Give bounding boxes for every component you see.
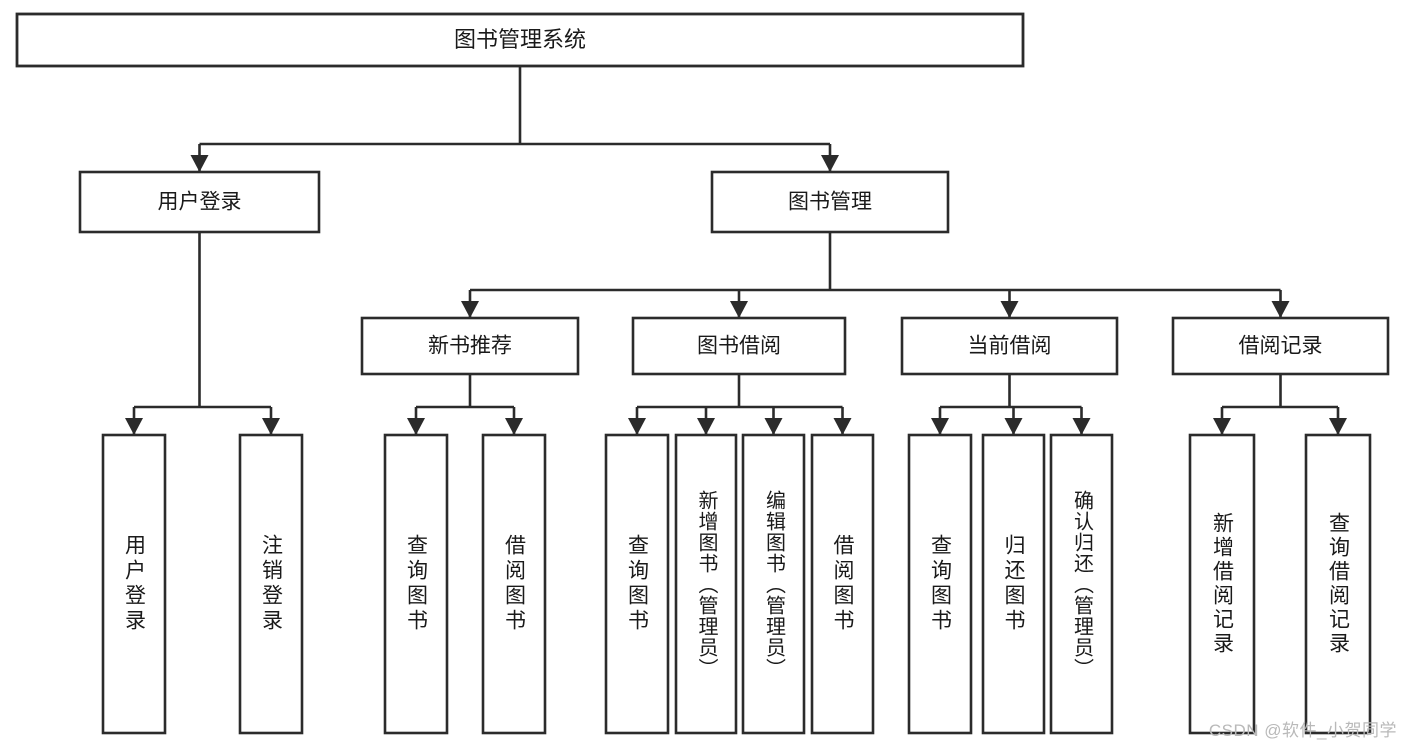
arrow-icon-current-borrow-1	[1004, 418, 1023, 435]
node-box-current-borrow[interactable]	[900, 316, 1119, 376]
node-box-book-manage[interactable]	[710, 170, 950, 234]
arrow-icon-book-manage-1	[730, 301, 748, 318]
arrow-icon-new-book-0	[407, 418, 425, 435]
node-label-book-manage: 图书管理	[788, 191, 872, 214]
node-current-borrow[interactable]: 当前借阅	[900, 316, 1119, 376]
node-leaf-user-login[interactable]	[101, 433, 167, 735]
node-label-root: 图书管理系统	[454, 27, 586, 52]
node-box-leaf-query-book-3[interactable]	[907, 433, 973, 735]
node-box-leaf-query-book-2[interactable]	[604, 433, 670, 735]
node-box-book-borrow[interactable]	[631, 316, 847, 376]
arrow-icon-current-borrow-0	[931, 418, 949, 435]
arrow-icon-book-manage-0	[461, 301, 479, 318]
node-leaf-query-record[interactable]	[1304, 433, 1372, 735]
node-label-user-login: 用户登录	[158, 191, 242, 214]
node-box-leaf-borrow-book-2[interactable]	[810, 433, 875, 735]
arrow-icon-new-book-1	[505, 418, 523, 435]
arrow-icon-book-manage-3	[1271, 301, 1290, 318]
arrow-icon-book-borrow-0	[628, 418, 646, 435]
arrow-icon-root-1	[821, 155, 839, 172]
node-root[interactable]: 图书管理系统	[15, 12, 1025, 68]
node-box-user-login[interactable]	[78, 170, 321, 234]
node-leaf-confirm-return[interactable]	[1049, 433, 1114, 735]
node-new-book[interactable]: 新书推荐	[360, 316, 580, 376]
node-box-leaf-logout[interactable]	[238, 433, 304, 735]
node-leaf-borrow-book-2[interactable]	[810, 433, 875, 735]
node-leaf-add-record[interactable]	[1188, 433, 1256, 735]
node-box-leaf-user-login[interactable]	[101, 433, 167, 735]
arrow-icon-book-manage-2	[1000, 301, 1019, 318]
node-user-login[interactable]: 用户登录	[78, 170, 321, 234]
node-leaf-return-book[interactable]	[981, 433, 1046, 735]
node-leaf-add-book[interactable]	[674, 433, 738, 735]
node-box-borrow-record[interactable]	[1171, 316, 1390, 376]
node-book-borrow[interactable]: 图书借阅	[631, 316, 847, 376]
node-leaf-query-book-1[interactable]	[383, 433, 449, 735]
node-box-leaf-return-book[interactable]	[981, 433, 1046, 735]
arrow-icon-user-login-0	[125, 418, 143, 435]
arrow-icon-borrow-record-1	[1329, 418, 1347, 435]
node-book-manage[interactable]: 图书管理	[710, 170, 950, 234]
node-box-leaf-query-book-1[interactable]	[383, 433, 449, 735]
node-leaf-edit-book[interactable]	[741, 433, 806, 735]
arrow-icon-book-borrow-1	[697, 418, 715, 435]
node-box-leaf-add-book[interactable]	[674, 433, 738, 735]
node-borrow-record[interactable]: 借阅记录	[1171, 316, 1390, 376]
node-label-current-borrow: 当前借阅	[968, 335, 1052, 358]
node-leaf-query-book-3[interactable]	[907, 433, 973, 735]
node-box-root[interactable]	[15, 12, 1025, 68]
node-box-leaf-edit-book[interactable]	[741, 433, 806, 735]
node-label-book-borrow: 图书借阅	[697, 335, 781, 358]
node-label-new-book: 新书推荐	[428, 335, 512, 358]
arrow-icon-book-borrow-2	[764, 418, 783, 435]
node-box-new-book[interactable]	[360, 316, 580, 376]
arrow-icon-book-borrow-3	[833, 418, 852, 435]
node-box-leaf-borrow-book-1[interactable]	[481, 433, 547, 735]
node-leaf-borrow-book-1[interactable]	[481, 433, 547, 735]
node-box-leaf-confirm-return[interactable]	[1049, 433, 1114, 735]
arrow-icon-current-borrow-2	[1072, 418, 1091, 435]
node-leaf-logout[interactable]	[238, 433, 304, 735]
connector-layer	[125, 66, 1347, 435]
arrow-icon-borrow-record-0	[1213, 418, 1231, 435]
node-leaf-query-book-2[interactable]	[604, 433, 670, 735]
arrow-icon-user-login-1	[262, 418, 280, 435]
node-box-leaf-query-record[interactable]	[1304, 433, 1372, 735]
arrow-icon-root-0	[190, 155, 209, 172]
watermark-text: CSDN @软件_小贺同学	[1208, 721, 1397, 740]
node-label-borrow-record: 借阅记录	[1239, 335, 1323, 358]
node-box-leaf-add-record[interactable]	[1188, 433, 1256, 735]
